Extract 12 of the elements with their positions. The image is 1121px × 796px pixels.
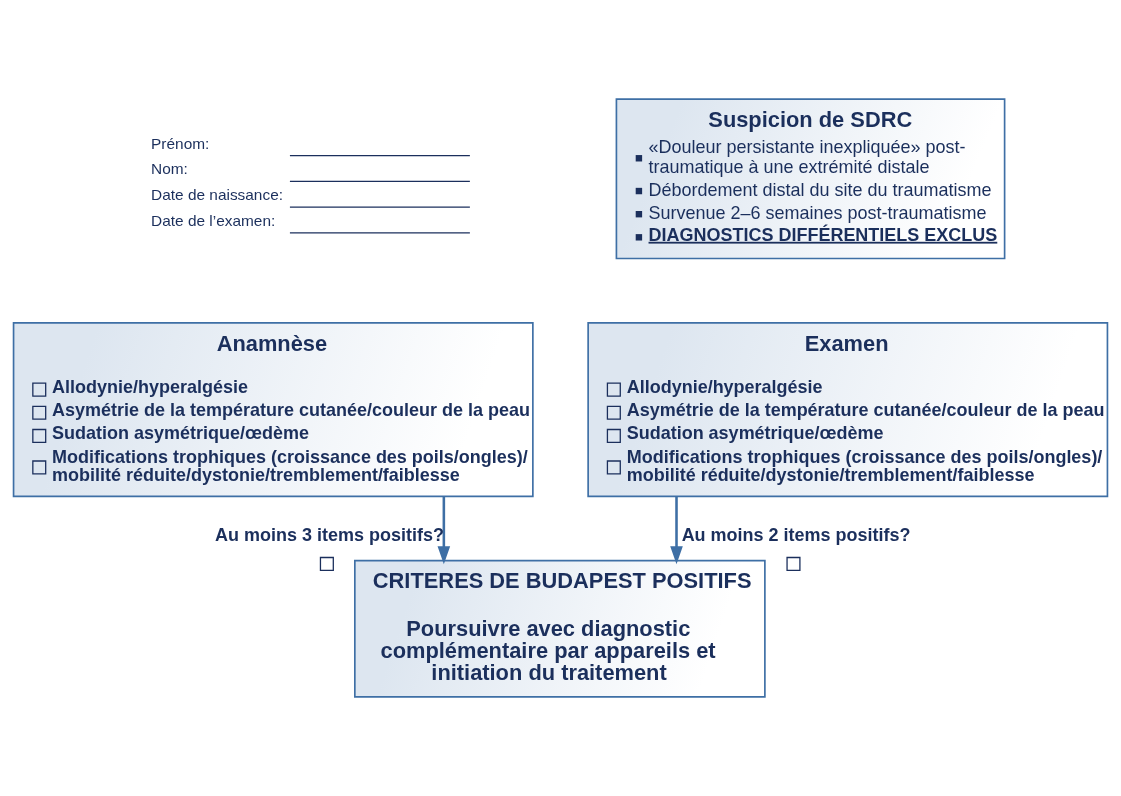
label: Nom: (151, 160, 188, 178)
edge-label: Au moins 2 items positifs? (681, 525, 911, 546)
label: Date de l’examen: (151, 211, 276, 229)
node-box: Examen Allodynie/hyperalgésie Asymétrie de la température cutanée/couleur de la peau Sudation asymétrique/œdème Modifications trophiques (croissance des poils/ongles)/ mobilité réduite/dystonie/tremblement/faiblesse (587, 321, 1109, 498)
label: Date de naissance: (151, 186, 283, 204)
node-box: Suspicion de SDRC «Douleur persistante inexpliquée» post-traumatique à une extrémité distale Débordement distal du site du traumatisme Survenue 2–6 semaines post-traumatisme DIAGNOSTICS DIFFÉRENTIELS EXCLUS (615, 98, 1006, 260)
node-box: Anamnèse Allodynie/hyperalgésie Asymétrie de la température cutanée/couleur de la peau Sudation asymétrique/œdème Modifications trophiques (croissance des poils/ongles)/ mobilité réduite/dystonie/tremblement/faiblesse (12, 321, 534, 498)
node-box: CRITERES DE BUDAPEST POSITIFS Poursuivre avec diagnostic complémentaire par appareils et initiation du traitement (354, 559, 766, 698)
arrow (437, 496, 451, 565)
edge-label: Au moins 3 items positifs? (215, 525, 444, 546)
label: Prénom: (151, 134, 210, 152)
arrow (670, 496, 683, 565)
